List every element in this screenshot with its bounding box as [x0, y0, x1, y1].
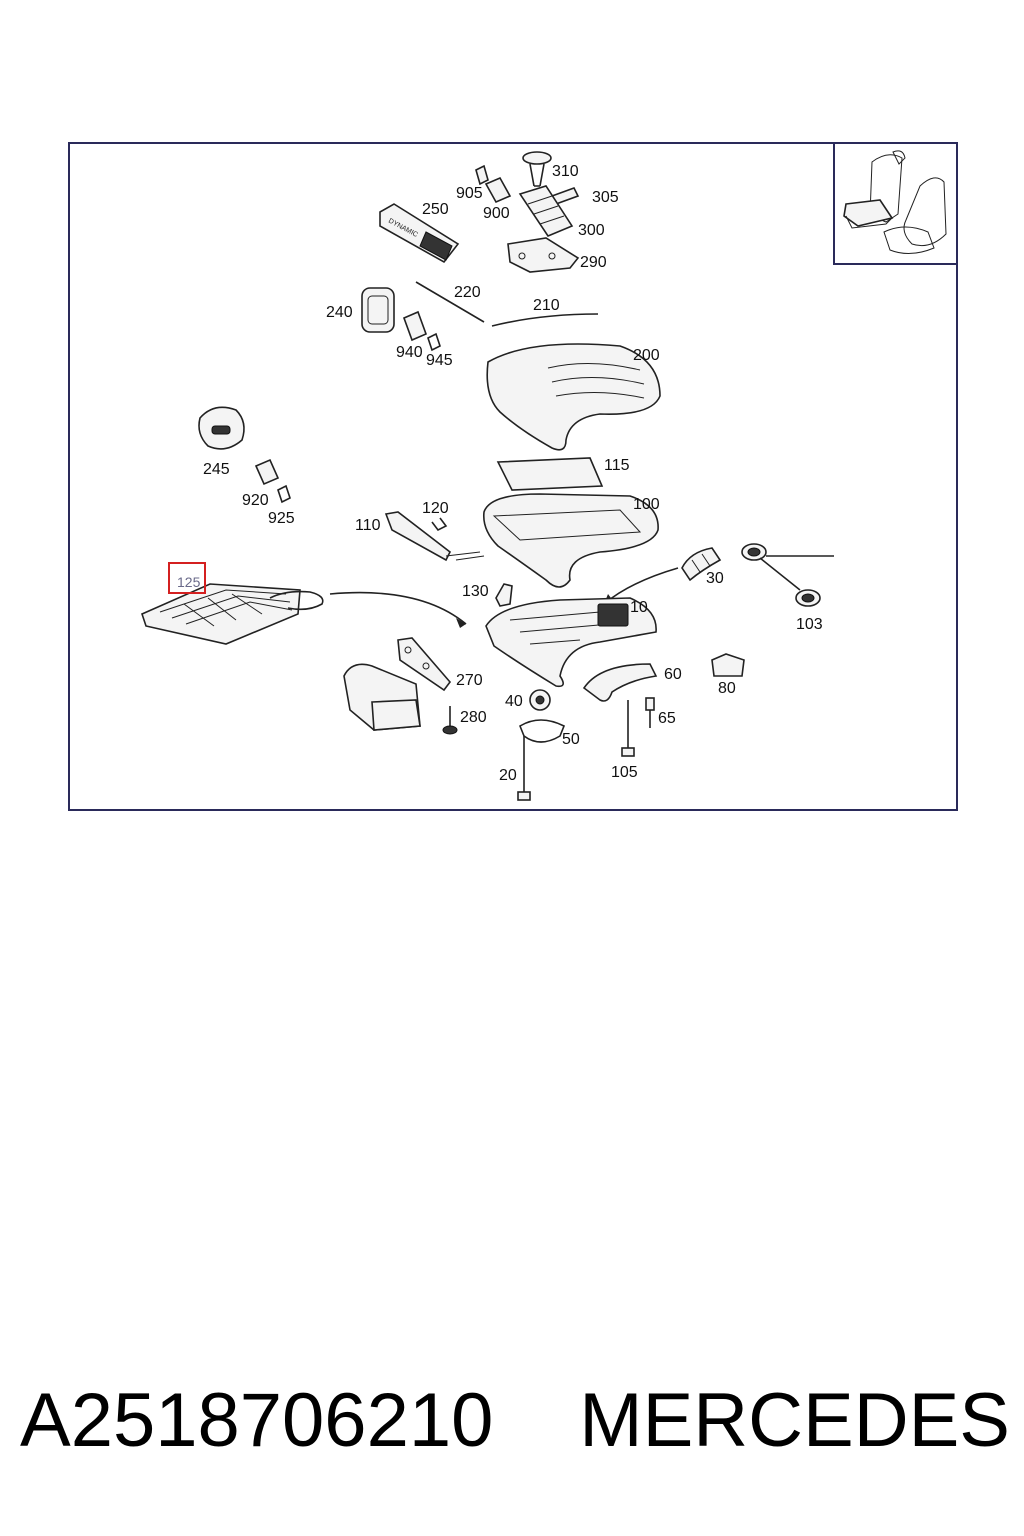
part-20 — [517, 736, 531, 801]
label-120: 120 — [422, 500, 449, 517]
label-250: 250 — [422, 201, 449, 218]
diagram-frame — [68, 142, 958, 811]
seat-parts-diagram: DYNAMIC — [68, 142, 958, 811]
label-270: 270 — [456, 672, 483, 689]
part-105 — [621, 700, 635, 757]
part-220 — [415, 281, 485, 323]
part-60 — [582, 663, 658, 702]
part-50 — [519, 719, 566, 743]
part-65 — [645, 697, 655, 728]
part-number: A2518706210 — [20, 1377, 494, 1463]
label-925: 925 — [268, 510, 295, 527]
label-100: 100 — [633, 496, 660, 513]
part-300 — [518, 185, 574, 237]
label-905: 905 — [456, 185, 483, 202]
label-940: 940 — [396, 344, 423, 361]
part-925 — [277, 484, 291, 504]
part-40 — [529, 689, 551, 711]
trim-cover — [343, 663, 421, 731]
part-100 — [482, 493, 659, 588]
part-200 — [486, 343, 661, 451]
label-110: 110 — [355, 517, 381, 534]
part-130 — [495, 583, 513, 607]
part-945 — [427, 332, 441, 352]
part-280 — [442, 706, 458, 735]
part-905 — [475, 164, 489, 186]
label-40: 40 — [505, 693, 523, 710]
label-305: 305 — [592, 189, 619, 206]
label-280: 280 — [460, 709, 487, 726]
label-65: 65 — [658, 710, 676, 727]
label-130: 130 — [462, 583, 489, 600]
part-310 — [522, 151, 552, 187]
label-105: 105 — [611, 764, 638, 781]
part-80 — [711, 653, 745, 677]
caption: A2518706210 MERCEDES — [20, 1365, 1010, 1475]
brand-name: MERCEDES — [579, 1377, 1010, 1463]
part-115 — [496, 457, 604, 491]
part-245 — [198, 406, 245, 450]
part-103 — [741, 543, 834, 607]
part-940 — [402, 310, 428, 342]
arrow-125-to-10 — [329, 591, 467, 625]
part-110 — [384, 511, 485, 562]
label-310: 310 — [552, 163, 579, 180]
part-30 — [681, 547, 722, 582]
label-20: 20 — [499, 767, 517, 784]
part-210 — [491, 313, 599, 327]
part-240 — [361, 287, 395, 333]
highlight-label-125: 125 — [177, 574, 201, 590]
label-920: 920 — [242, 492, 269, 509]
arrow-125-head — [456, 618, 466, 628]
part-125 — [141, 583, 324, 645]
part-920 — [254, 458, 280, 486]
label-945: 945 — [426, 352, 453, 369]
part-900 — [484, 176, 512, 204]
seat-thumbnail-inset — [833, 143, 957, 265]
part-10 — [485, 597, 657, 688]
label-60: 60 — [664, 666, 682, 683]
label-10: 10 — [630, 599, 648, 616]
label-245: 245 — [203, 461, 230, 478]
part-120 — [431, 517, 448, 532]
label-300: 300 — [578, 222, 605, 239]
label-210: 210 — [533, 297, 560, 314]
label-220: 220 — [454, 284, 481, 301]
label-115: 115 — [604, 457, 630, 474]
label-50: 50 — [562, 731, 580, 748]
highlight-box-125 — [168, 562, 206, 594]
part-250: DYNAMIC — [379, 203, 460, 264]
part-270 — [397, 637, 452, 692]
label-240: 240 — [326, 304, 353, 321]
part-290 — [507, 237, 580, 273]
label-200: 200 — [633, 347, 660, 364]
label-30: 30 — [706, 570, 724, 587]
label-900: 900 — [483, 205, 510, 222]
label-80: 80 — [718, 680, 736, 697]
label-103: 103 — [796, 616, 823, 633]
label-290: 290 — [580, 254, 607, 271]
